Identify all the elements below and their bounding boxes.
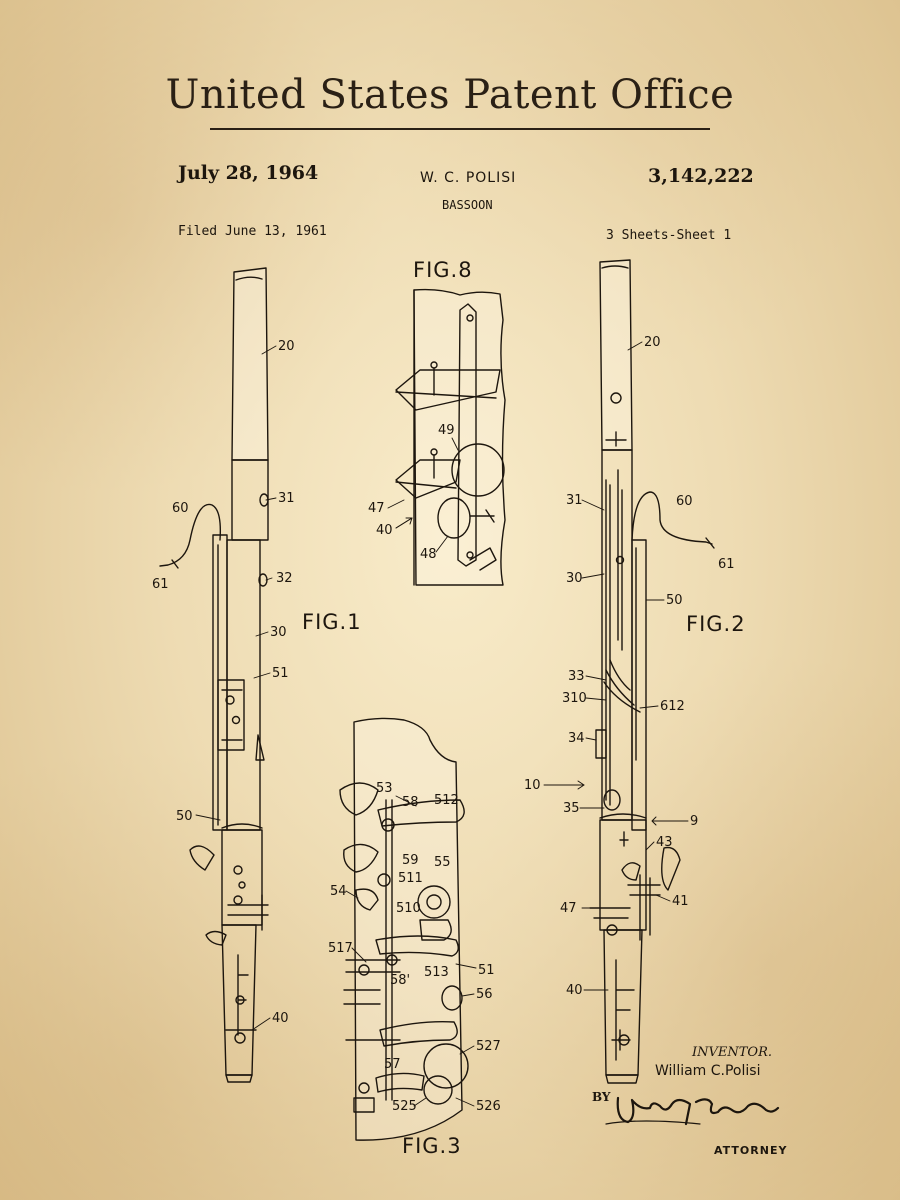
ref-fig3-51: 51 [478, 963, 495, 978]
ref-fig3-513: 513 [424, 965, 449, 980]
ref-fig8-40: 40 [376, 523, 393, 538]
ref-fig3-512: 512 [434, 793, 459, 808]
ref-fig1-40: 40 [272, 1011, 289, 1026]
fig1-label: FIG.1 [302, 610, 362, 634]
by-label: BY [592, 1090, 611, 1104]
ref-fig2-47: 47 [560, 901, 577, 916]
ref-fig2-50: 50 [666, 593, 683, 608]
ref-fig3-59: 59 [402, 853, 419, 868]
ref-fig1-31: 31 [278, 491, 295, 506]
ref-fig1-51: 51 [272, 666, 289, 681]
patent-date: July 28, 1964 [178, 162, 319, 184]
fig3-detail-drawing [339, 717, 469, 1141]
inventor-name: William C.Polisi [655, 1063, 761, 1079]
fig2-label: FIG.2 [686, 612, 746, 636]
ref-fig3-526: 526 [476, 1099, 501, 1114]
ref-fig2-43: 43 [656, 835, 673, 850]
ref-fig3-58-prime: 58' [390, 973, 410, 988]
fig2-reference-numerals: 20 31 60 30 61 50 33 310 612 34 10 35 9 … [524, 335, 735, 998]
ref-fig2-61: 61 [718, 557, 735, 572]
ref-fig1-50: 50 [176, 809, 193, 824]
ref-fig3-525: 525 [392, 1099, 417, 1114]
ref-fig8-47: 47 [368, 501, 385, 516]
ref-fig2-60: 60 [676, 494, 693, 509]
ref-fig2-9: 9 [690, 814, 698, 829]
ref-fig3-58: 58 [402, 795, 419, 810]
ref-fig3-517: 517 [328, 941, 353, 956]
fig2-bassoon-drawing [589, 259, 715, 1084]
fig1-bassoon-drawing [159, 267, 269, 1083]
ref-fig2-612: 612 [660, 699, 685, 714]
ref-fig3-510: 510 [396, 901, 421, 916]
ref-fig2-34: 34 [568, 731, 585, 746]
fig8-label: FIG.8 [413, 258, 473, 282]
fig1-reference-numerals: 20 31 60 32 61 30 51 50 40 [152, 339, 295, 1026]
ref-fig2-41: 41 [672, 894, 689, 909]
ref-fig3-54: 54 [330, 884, 347, 899]
ref-fig2-35: 35 [563, 801, 580, 816]
attorney-label: ATTORNEY [714, 1144, 788, 1157]
fig8-detail-drawing [395, 288, 506, 586]
inventor-label: INVENTOR. [692, 1045, 773, 1060]
ref-fig1-30: 30 [270, 625, 287, 640]
title-rule [210, 128, 710, 130]
ref-fig1-61: 61 [152, 577, 169, 592]
inventor-header: W. C. POLISI [420, 170, 517, 186]
sheet-count: 3 Sheets-Sheet 1 [606, 228, 732, 243]
ref-fig3-56: 56 [476, 987, 493, 1002]
fig3-reference-numerals: 53 58 512 59 55 511 54 510 517 58' 513 5… [328, 781, 501, 1114]
ref-fig3-527: 527 [476, 1039, 501, 1054]
ref-fig3-511: 511 [398, 871, 423, 886]
ref-fig8-49: 49 [438, 423, 455, 438]
filed-date: Filed June 13, 1961 [178, 224, 327, 239]
ref-fig3-57: 57 [384, 1057, 401, 1072]
ref-fig8-48: 48 [420, 547, 437, 562]
ref-fig3-55: 55 [434, 855, 451, 870]
fig8-reference-numerals: 49 47 40 48 [368, 423, 455, 562]
document-title: United States Patent Office [165, 72, 735, 118]
ref-fig2-40: 40 [566, 983, 583, 998]
ref-fig2-310: 310 [562, 691, 587, 706]
ref-fig2-31: 31 [566, 493, 583, 508]
ref-fig1-20: 20 [278, 339, 295, 354]
ref-fig3-53: 53 [376, 781, 393, 796]
fig3-label: FIG.3 [402, 1134, 462, 1158]
ref-fig2-30: 30 [566, 571, 583, 586]
attorney-signature [616, 1096, 780, 1126]
ref-fig1-60: 60 [172, 501, 189, 516]
ref-fig2-33: 33 [568, 669, 585, 684]
ref-fig2-10: 10 [524, 778, 541, 793]
ref-fig1-32: 32 [276, 571, 293, 586]
patent-number: 3,142,222 [648, 165, 754, 187]
ref-fig2-20: 20 [644, 335, 661, 350]
patent-subject: BASSOON [442, 198, 493, 212]
